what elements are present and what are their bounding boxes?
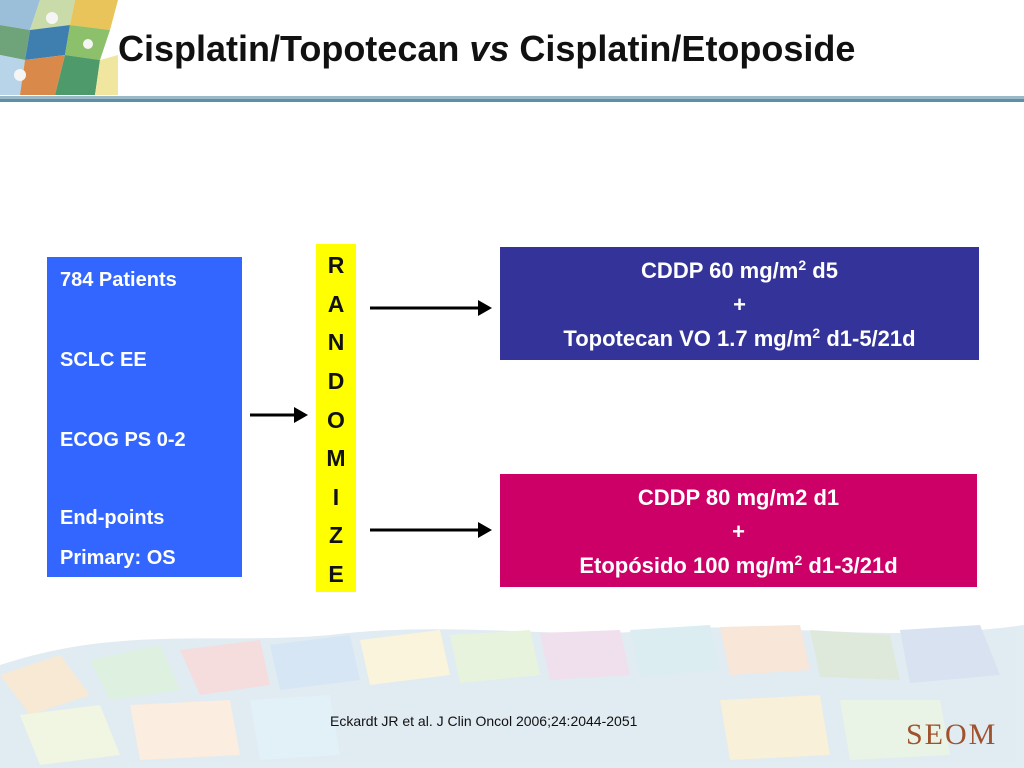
arrow-to-randomize [250,407,308,423]
title-part1: Cisplatin/Topotecan [118,28,470,69]
randomize-letter: M [326,445,346,472]
arm-bottom-line3-text: Etopósido 100 mg/m [579,553,795,578]
citation: Eckardt JR et al. J Clin Oncol 2006;24:2… [330,713,638,729]
title-divider [0,96,1024,102]
patients-endpoints: End-points [60,507,165,529]
footer-mosaic-decoration [0,625,1024,768]
arm-top-line3-sup: 2 [812,325,821,341]
arm-top-line3: Topotecan VO 1.7 mg/m2 d1-5/21d [500,322,979,356]
slide-title: Cisplatin/Topotecan vs Cisplatin/Etoposi… [118,28,855,70]
arm-top-line1-text: CDDP 60 mg/m [641,258,799,283]
randomize-letter: N [327,329,345,356]
arm-bottom-plus: + [732,519,745,544]
title-vs: vs [469,28,510,69]
randomize-letter: A [327,290,345,317]
randomize-letter: D [327,367,345,394]
randomize-letter: Z [328,522,344,549]
randomize-bar: R A N D O M I Z E [316,244,356,592]
randomize-letter: I [332,483,340,510]
arm-bottom-line3-tail: d1-3/21d [802,553,898,578]
randomize-letter: E [328,561,344,587]
header-mosaic-decoration [0,0,118,95]
arm-top-plus: + [733,292,746,317]
arm-bottom-line1: CDDP 80 mg/m2 d1 [637,485,840,510]
arm-top-line3-tail: d1-5/21d [820,326,916,351]
arm-etoposide-box: CDDP 80 mg/m2 d1 + Etopósido 100 mg/m2 d… [500,474,977,587]
arm-top-line1-sup: 2 [798,257,807,273]
arm-topotecan-box: CDDP 60 mg/m2 d5 + Topotecan VO 1.7 mg/m… [500,247,979,360]
patients-ecog: ECOG PS 0-2 [60,429,186,451]
arrow-to-top-arm [370,300,492,316]
title-part2: Cisplatin/Etoposide [509,28,856,69]
patients-count: 784 Patients [60,269,177,291]
arm-top-line3-text: Topotecan VO 1.7 mg/m [563,326,813,351]
patients-primary: Primary: OS [60,547,176,569]
randomize-letter: O [327,406,345,433]
arm-bottom-line3-sup: 2 [794,552,803,568]
seom-logo: SEOM [906,718,998,751]
arm-bottom-line3: Etopósido 100 mg/m2 d1-3/21d [500,549,977,583]
arm-top-line1-tail: d5 [806,258,838,283]
arrow-to-bottom-arm [370,522,492,538]
arm-top-line1: CDDP 60 mg/m2 d5 [500,254,979,288]
randomize-letter: R [327,252,345,278]
patients-disease: SCLC EE [60,349,147,371]
patients-box: 784 Patients SCLC EE ECOG PS 0-2 End-poi… [47,257,242,577]
